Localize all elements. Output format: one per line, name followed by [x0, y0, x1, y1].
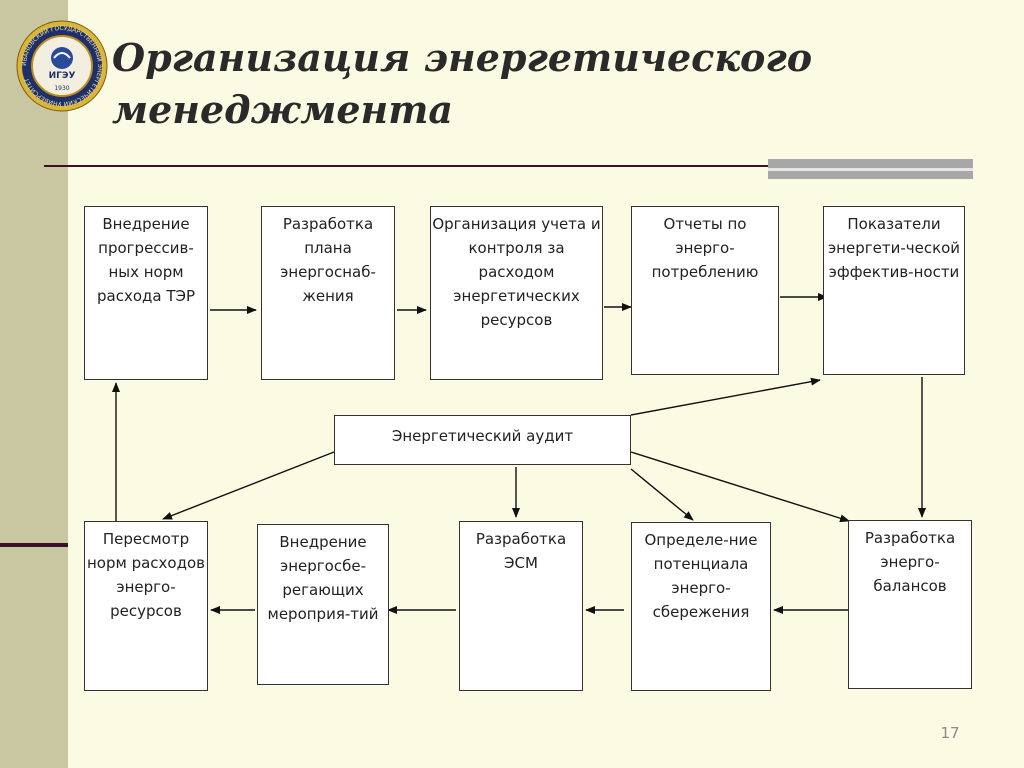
box-saving-potential: Определе-ние потенциала энерго-сбережени… [631, 522, 771, 691]
box-esm-development: Разработка ЭСМ [459, 521, 583, 691]
side-band [0, 0, 68, 768]
title-accent-stripe [768, 168, 973, 171]
box-energy-balances: Разработка энерго-балансов [848, 520, 972, 689]
box-progressive-norms: Внедрение прогрессив-ных норм расхода ТЭ… [84, 206, 208, 380]
logo-year: 1930 [54, 85, 69, 92]
arrow-audit-c5 [630, 451, 850, 523]
slide-title: Организация энергетического менеджмента [112, 35, 813, 132]
box-accounting-control: Организация учета и контроля за расходом… [430, 206, 603, 380]
box-energy-saving-measures: Внедрение энергосбе-регающих мероприя-ти… [257, 524, 389, 685]
arrow-audit-c1 [162, 451, 335, 520]
logo-text: ИГЭУ [49, 71, 76, 81]
page-number: 17 [940, 724, 960, 742]
university-logo: ИВАНОВСКИЙ ГОСУДАРСТВЕННЫЙ ЭНЕРГЕТИЧЕСКИ… [16, 20, 108, 112]
box-norms-revision: Пересмотр норм расходов энерго-ресурсов [84, 521, 208, 691]
arrow-audit-b5 [630, 377, 821, 416]
title-underline [44, 165, 772, 167]
arrow-audit-c4 [630, 468, 694, 521]
box-energy-supply-plan: Разработка плана энергоснаб-жения [261, 206, 395, 380]
box-energy-audit: Энергетический аудит [334, 415, 631, 465]
box-efficiency-indicators: Показатели энергети-ческой эффектив-ност… [823, 206, 965, 375]
side-accent-line [0, 543, 68, 547]
box-consumption-reports: Отчеты по энерго-потреблению [631, 206, 779, 375]
